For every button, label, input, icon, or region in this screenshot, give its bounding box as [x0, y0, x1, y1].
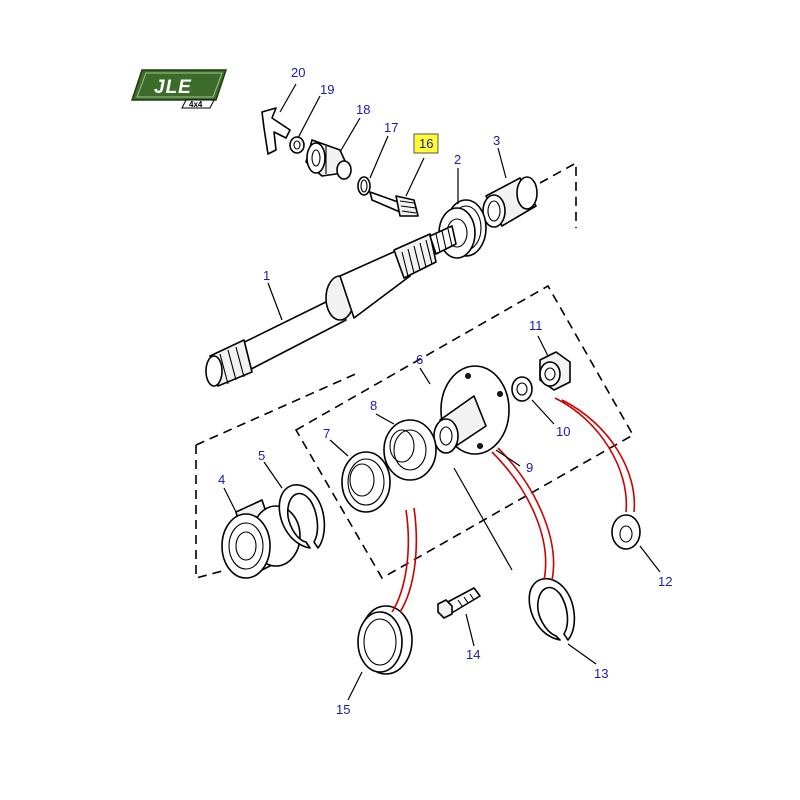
drive-gear-part — [369, 191, 419, 217]
label-15: 15 — [336, 702, 350, 717]
lock-clip-part — [261, 107, 291, 155]
logo-brand-text: JLE — [154, 77, 192, 98]
dust-shield-part — [383, 419, 437, 481]
label-7: 7 — [323, 426, 330, 441]
label-20: 20 — [291, 65, 305, 80]
label-16: 16 — [419, 136, 433, 151]
label-5: 5 — [258, 448, 265, 463]
shaft-assembly-outline — [539, 161, 577, 228]
label-12: 12 — [658, 574, 672, 589]
alternate-part-links — [391, 397, 636, 613]
circlip-part — [278, 484, 326, 549]
spare-seal-part — [357, 605, 413, 675]
label-16-highlight — [413, 133, 439, 154]
flange-seal-part — [341, 451, 391, 513]
sleeve-part — [482, 176, 538, 228]
part-labels: 20 19 18 17 16 2 3 1 11 6 10 8 7 9 5 4 1… — [218, 65, 672, 717]
label-13: 13 — [594, 666, 608, 681]
label-17: 17 — [384, 120, 398, 135]
label-1: 1 — [263, 268, 270, 283]
label-6: 6 — [416, 352, 423, 367]
shaft-assembly-outline-lower — [195, 445, 227, 580]
label-8: 8 — [370, 398, 377, 413]
flange-bolt-part — [437, 587, 481, 619]
spare-washer-part — [611, 514, 641, 550]
output-shaft-part — [205, 225, 457, 387]
small-washer-part — [289, 136, 305, 154]
flange-nut-part — [539, 351, 571, 391]
flange-washer-part — [511, 376, 533, 402]
label-19: 19 — [320, 82, 334, 97]
output-flange-part — [433, 365, 510, 455]
label-9: 9 — [526, 460, 533, 475]
housing-part — [305, 139, 352, 180]
leader-lines — [223, 83, 661, 701]
label-18: 18 — [356, 102, 370, 117]
label-14: 14 — [466, 647, 480, 662]
jle-logo: JLE 4x4 — [130, 69, 228, 109]
label-2: 2 — [454, 152, 461, 167]
o-ring-part — [357, 176, 371, 196]
label-10: 10 — [556, 424, 570, 439]
label-4: 4 — [218, 472, 225, 487]
spare-circlip-part — [528, 577, 576, 641]
label-3: 3 — [493, 133, 500, 148]
label-11: 11 — [529, 318, 543, 333]
logo-sub-text: 4x4 — [189, 100, 203, 109]
